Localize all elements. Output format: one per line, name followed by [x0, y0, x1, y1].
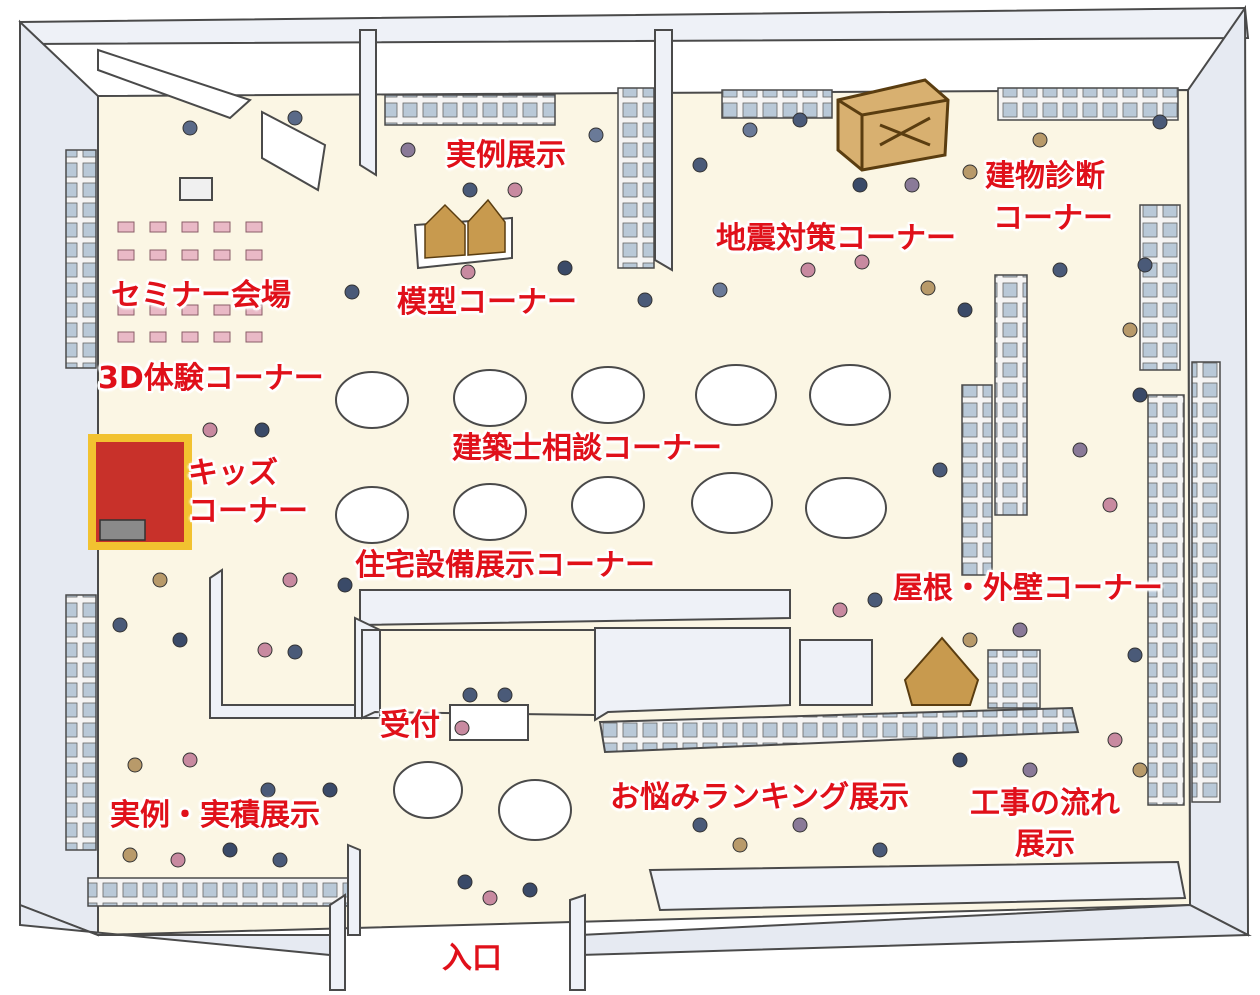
projector: [179, 177, 213, 201]
entrance-wall-right: [569, 893, 586, 991]
label-koji-nagare-line1: 工事の流れ: [970, 786, 1120, 821]
outer-wall-back: [18, 6, 1250, 46]
label-yane-gaiheki: 屋根・外壁コーナー: [893, 571, 1163, 606]
ranking-panel: [598, 706, 1080, 754]
diagnosis-shelf-2: [961, 384, 993, 576]
model-houses: [413, 198, 513, 270]
lshape-wall-left-stub: [354, 616, 381, 719]
right-shelf-upper: [1139, 204, 1181, 371]
seminar-lectern: [261, 110, 327, 192]
example-posters: [65, 594, 97, 851]
visitors: [112, 110, 1168, 906]
label-jitsurei-tenji: 実例展示: [446, 138, 566, 173]
seminar-stage-table: [97, 48, 252, 120]
equipment-counter: [359, 589, 791, 627]
label-uketsuke: 受付: [380, 708, 440, 743]
partition-wall-top-left: [359, 29, 377, 177]
label-jishin-taisaku: 地震対策コーナー: [716, 221, 956, 256]
label-jitsurei-jisseki: 実例・実積展示: [110, 798, 320, 833]
bottom-shelf-left: [87, 877, 351, 907]
diagnosis-shelf-1: [994, 274, 1028, 516]
label-3d-taiken: 3D体験コーナー: [98, 361, 324, 396]
entrance-wall-left: [329, 893, 346, 991]
right-wall-posters: [1191, 361, 1221, 803]
bottom-wall-right: [648, 860, 1187, 912]
top-shelf-right: [997, 87, 1179, 121]
partition-wall-top-middle: [654, 29, 673, 272]
label-kenchikushi: 建築士相談コーナー: [452, 431, 722, 466]
entrance-wall-left-2: [347, 843, 361, 936]
label-onayami-ranking: お悩みランキング展示: [610, 780, 910, 815]
label-tatemono-shindan-line2: コーナー: [993, 201, 1113, 236]
roof-display: [799, 636, 1041, 709]
kids-corner-bench: [99, 519, 146, 541]
label-jutaku-setsubi: 住宅設備展示コーナー: [355, 548, 655, 583]
top-shelf-left: [384, 94, 556, 126]
label-kids-line2: コーナー: [188, 494, 308, 529]
label-iriguchi: 入口: [442, 941, 502, 976]
label-seminar: セミナー会場: [111, 278, 291, 313]
top-shelf-center: [721, 89, 833, 119]
consultation-tables: [335, 364, 891, 841]
seminar-chairs: [117, 221, 263, 343]
label-tatemono-shindan-line1: 建物診断: [985, 159, 1105, 194]
center-column-shelf: [617, 87, 655, 269]
label-kids-line1: キッズ: [188, 456, 278, 491]
label-mokei: 模型コーナー: [397, 285, 577, 320]
right-shelf-lower: [1147, 394, 1185, 806]
reception-wall-right: [594, 627, 791, 722]
label-koji-nagare-line2: 展示: [1015, 827, 1075, 862]
earthquake-frame-model: [836, 78, 950, 172]
seminar-posters: [65, 149, 97, 369]
